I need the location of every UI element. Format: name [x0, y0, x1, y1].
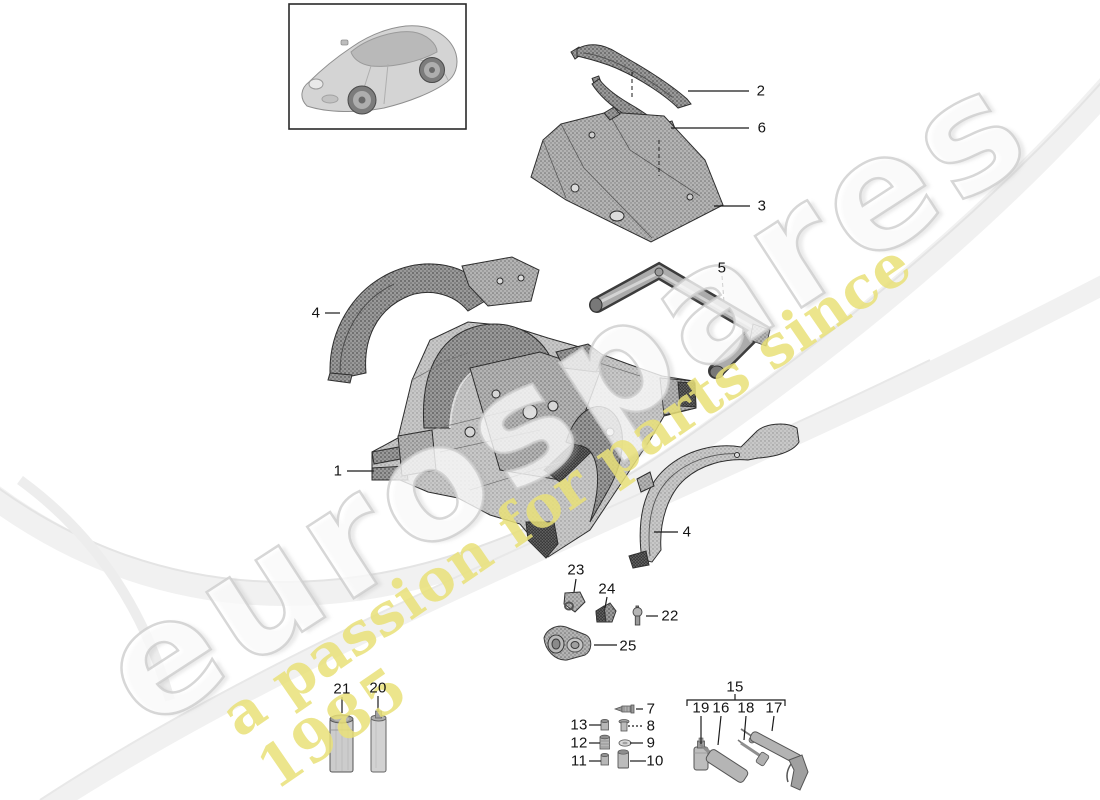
callout-4-left[interactable]: 4: [311, 304, 321, 322]
callout-2[interactable]: 2: [756, 82, 766, 100]
part-24-bracket: [595, 602, 617, 623]
callout-15[interactable]: 15: [726, 678, 744, 696]
callout-3[interactable]: 3: [757, 197, 767, 215]
callout-5[interactable]: 5: [717, 259, 727, 277]
model-thumbnail-box: [288, 3, 467, 130]
leader-lines: [325, 72, 786, 762]
part-4-wheel-housing-left: [327, 256, 540, 384]
callout-13[interactable]: 13: [570, 716, 588, 734]
tool-kit-icons: [693, 728, 809, 791]
callout-10[interactable]: 10: [646, 752, 664, 770]
part-22-screw: [632, 605, 643, 626]
part-25-mount: [543, 625, 592, 661]
callout-11[interactable]: 11: [570, 752, 588, 770]
callout-6[interactable]: 6: [757, 119, 767, 137]
callout-21[interactable]: 21: [333, 680, 351, 698]
part-20-tube: [370, 710, 387, 773]
callout-17[interactable]: 17: [765, 699, 783, 717]
callout-7[interactable]: 7: [646, 700, 656, 718]
callout-19[interactable]: 19: [692, 699, 710, 717]
callout-16[interactable]: 16: [712, 699, 730, 717]
part-5-frame-brace: [589, 261, 771, 379]
callout-23[interactable]: 23: [567, 561, 585, 579]
part-4-wheel-housing-right: [628, 423, 800, 569]
part-21-canister: [329, 714, 354, 773]
callout-20[interactable]: 20: [369, 679, 387, 697]
fastener-icons: [599, 704, 635, 769]
porsche-911-car-icon: [301, 25, 458, 115]
part-1-rear-floor-pan: [371, 321, 697, 559]
callout-9[interactable]: 9: [646, 734, 656, 752]
callout-22[interactable]: 22: [661, 607, 679, 625]
callout-18[interactable]: 18: [737, 699, 755, 717]
part-23-clip: [563, 591, 586, 613]
callout-4-right[interactable]: 4: [682, 523, 692, 541]
part-2-rear-rail: [570, 44, 692, 109]
callout-25[interactable]: 25: [619, 637, 637, 655]
background-swoosh: [0, 78, 1100, 800]
callout-8[interactable]: 8: [646, 717, 656, 735]
callout-12[interactable]: 12: [570, 734, 588, 752]
callout-1[interactable]: 1: [333, 462, 343, 480]
callout-24[interactable]: 24: [598, 580, 616, 598]
part-3-rear-wall-panel: [530, 106, 724, 243]
